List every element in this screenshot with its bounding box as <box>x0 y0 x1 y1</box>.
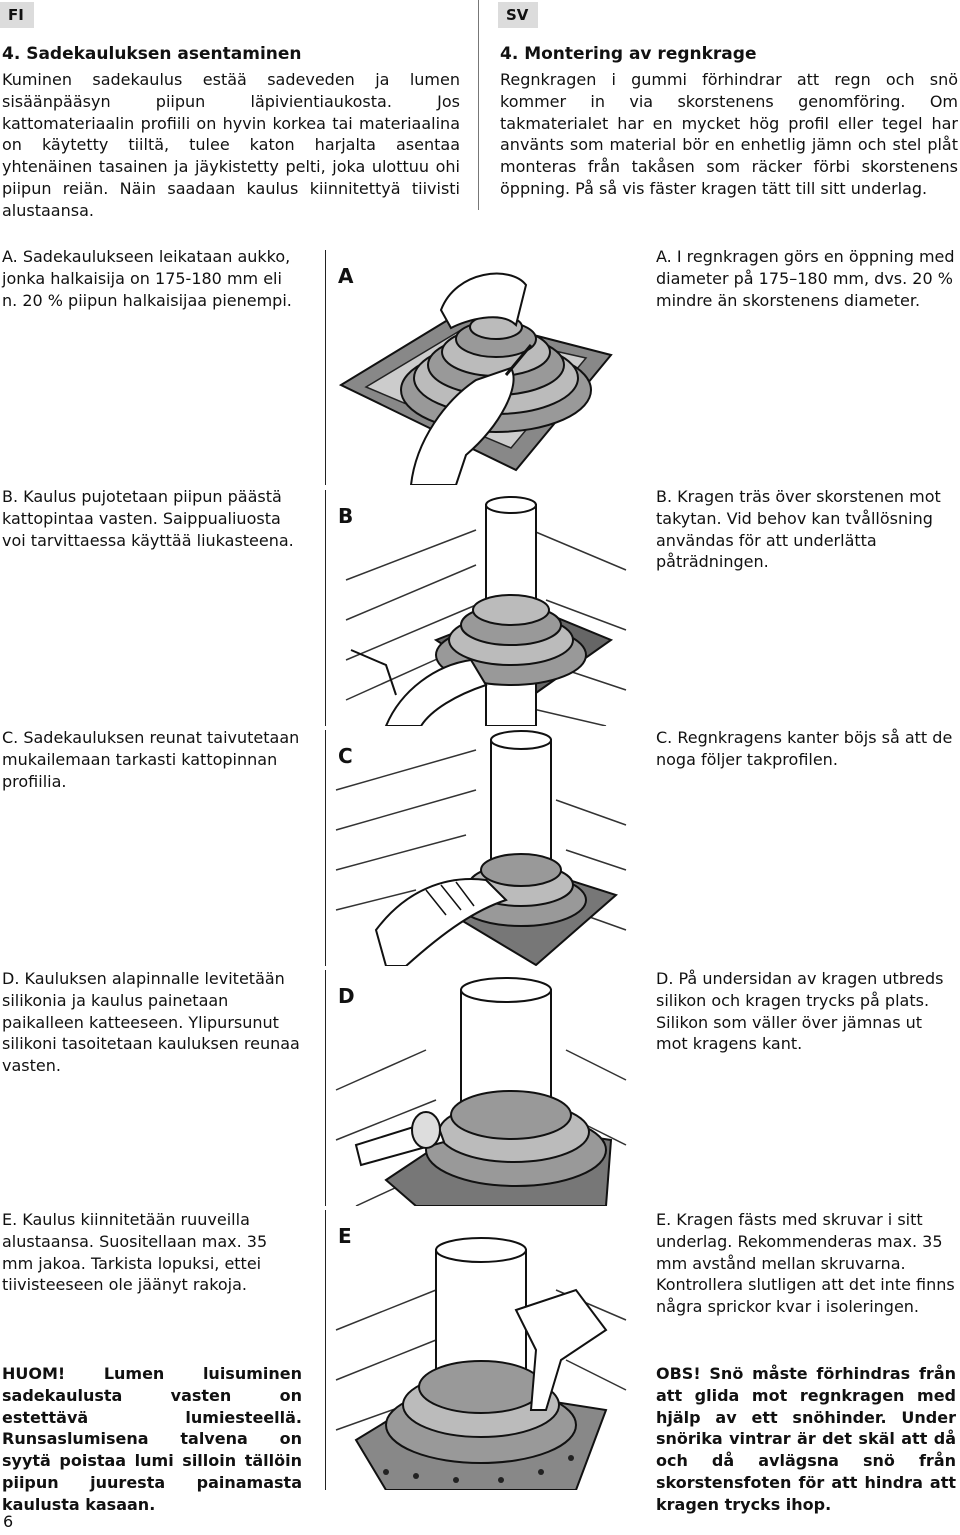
figure-d: D <box>325 970 633 1206</box>
fi-step-d: D. Kauluksen alapinnalle levitetään sili… <box>2 969 300 1076</box>
fi-step-a: A. Sadekaulukseen leikataan aukko, jonka… <box>2 247 292 310</box>
figure-e-label: E <box>338 1224 352 1248</box>
figure-a-illustration <box>338 272 613 485</box>
figure-d-illustration <box>335 977 627 1206</box>
lang-tag-fi: FI <box>0 2 34 28</box>
sv-step-e: E. Kragen fästs med skruvar i sitt under… <box>656 1210 955 1317</box>
sv-note: OBS! Snö måste förhindras från att glida… <box>656 1364 956 1514</box>
fi-step-c: C. Sadekauluksen reunat taivutetaan muka… <box>2 728 300 791</box>
figure-a-label: A <box>338 264 354 288</box>
sv-step-d: D. På undersidan av kragen utbreds silik… <box>656 969 944 1054</box>
figure-a: A <box>325 250 633 485</box>
figure-e-illustration <box>335 1237 627 1490</box>
figure-b-illustration <box>345 496 627 726</box>
fi-section-title: 4. Sadekauluksen asentaminen <box>2 44 302 64</box>
sv-step-a: A. I regnkragen görs en öppning med diam… <box>656 247 955 310</box>
page-number: 6 <box>3 1512 14 1531</box>
sv-section-title: 4. Montering av regnkrage <box>500 44 757 64</box>
fi-note: HUOM! Lumen luisuminen sadekaulusta vast… <box>2 1364 302 1514</box>
fi-step-e: E. Kaulus kiinnitetään ruuveilla alustaa… <box>2 1210 268 1295</box>
sv-step-c: C. Regnkragens kanter böjs så att de nog… <box>656 728 953 769</box>
fi-step-b: B. Kaulus pujotetaan piipun päästä katto… <box>2 487 294 550</box>
figure-e: E <box>325 1210 633 1490</box>
figure-d-label: D <box>338 984 355 1008</box>
column-separator <box>478 0 479 210</box>
sv-intro: Regnkragen i gummi förhindrar att regn o… <box>500 70 958 198</box>
fi-intro: Kuminen sadekaulus estää sadeveden ja lu… <box>2 70 460 220</box>
lang-tag-sv: SV <box>498 2 539 28</box>
figure-c-illustration <box>335 730 627 966</box>
figure-b-label: B <box>338 504 354 528</box>
figure-b: B <box>325 490 633 726</box>
sv-step-b: B. Kragen träs över skorstenen mot takyt… <box>656 487 941 572</box>
figure-c-label: C <box>338 744 353 768</box>
figure-c: C <box>325 730 633 966</box>
